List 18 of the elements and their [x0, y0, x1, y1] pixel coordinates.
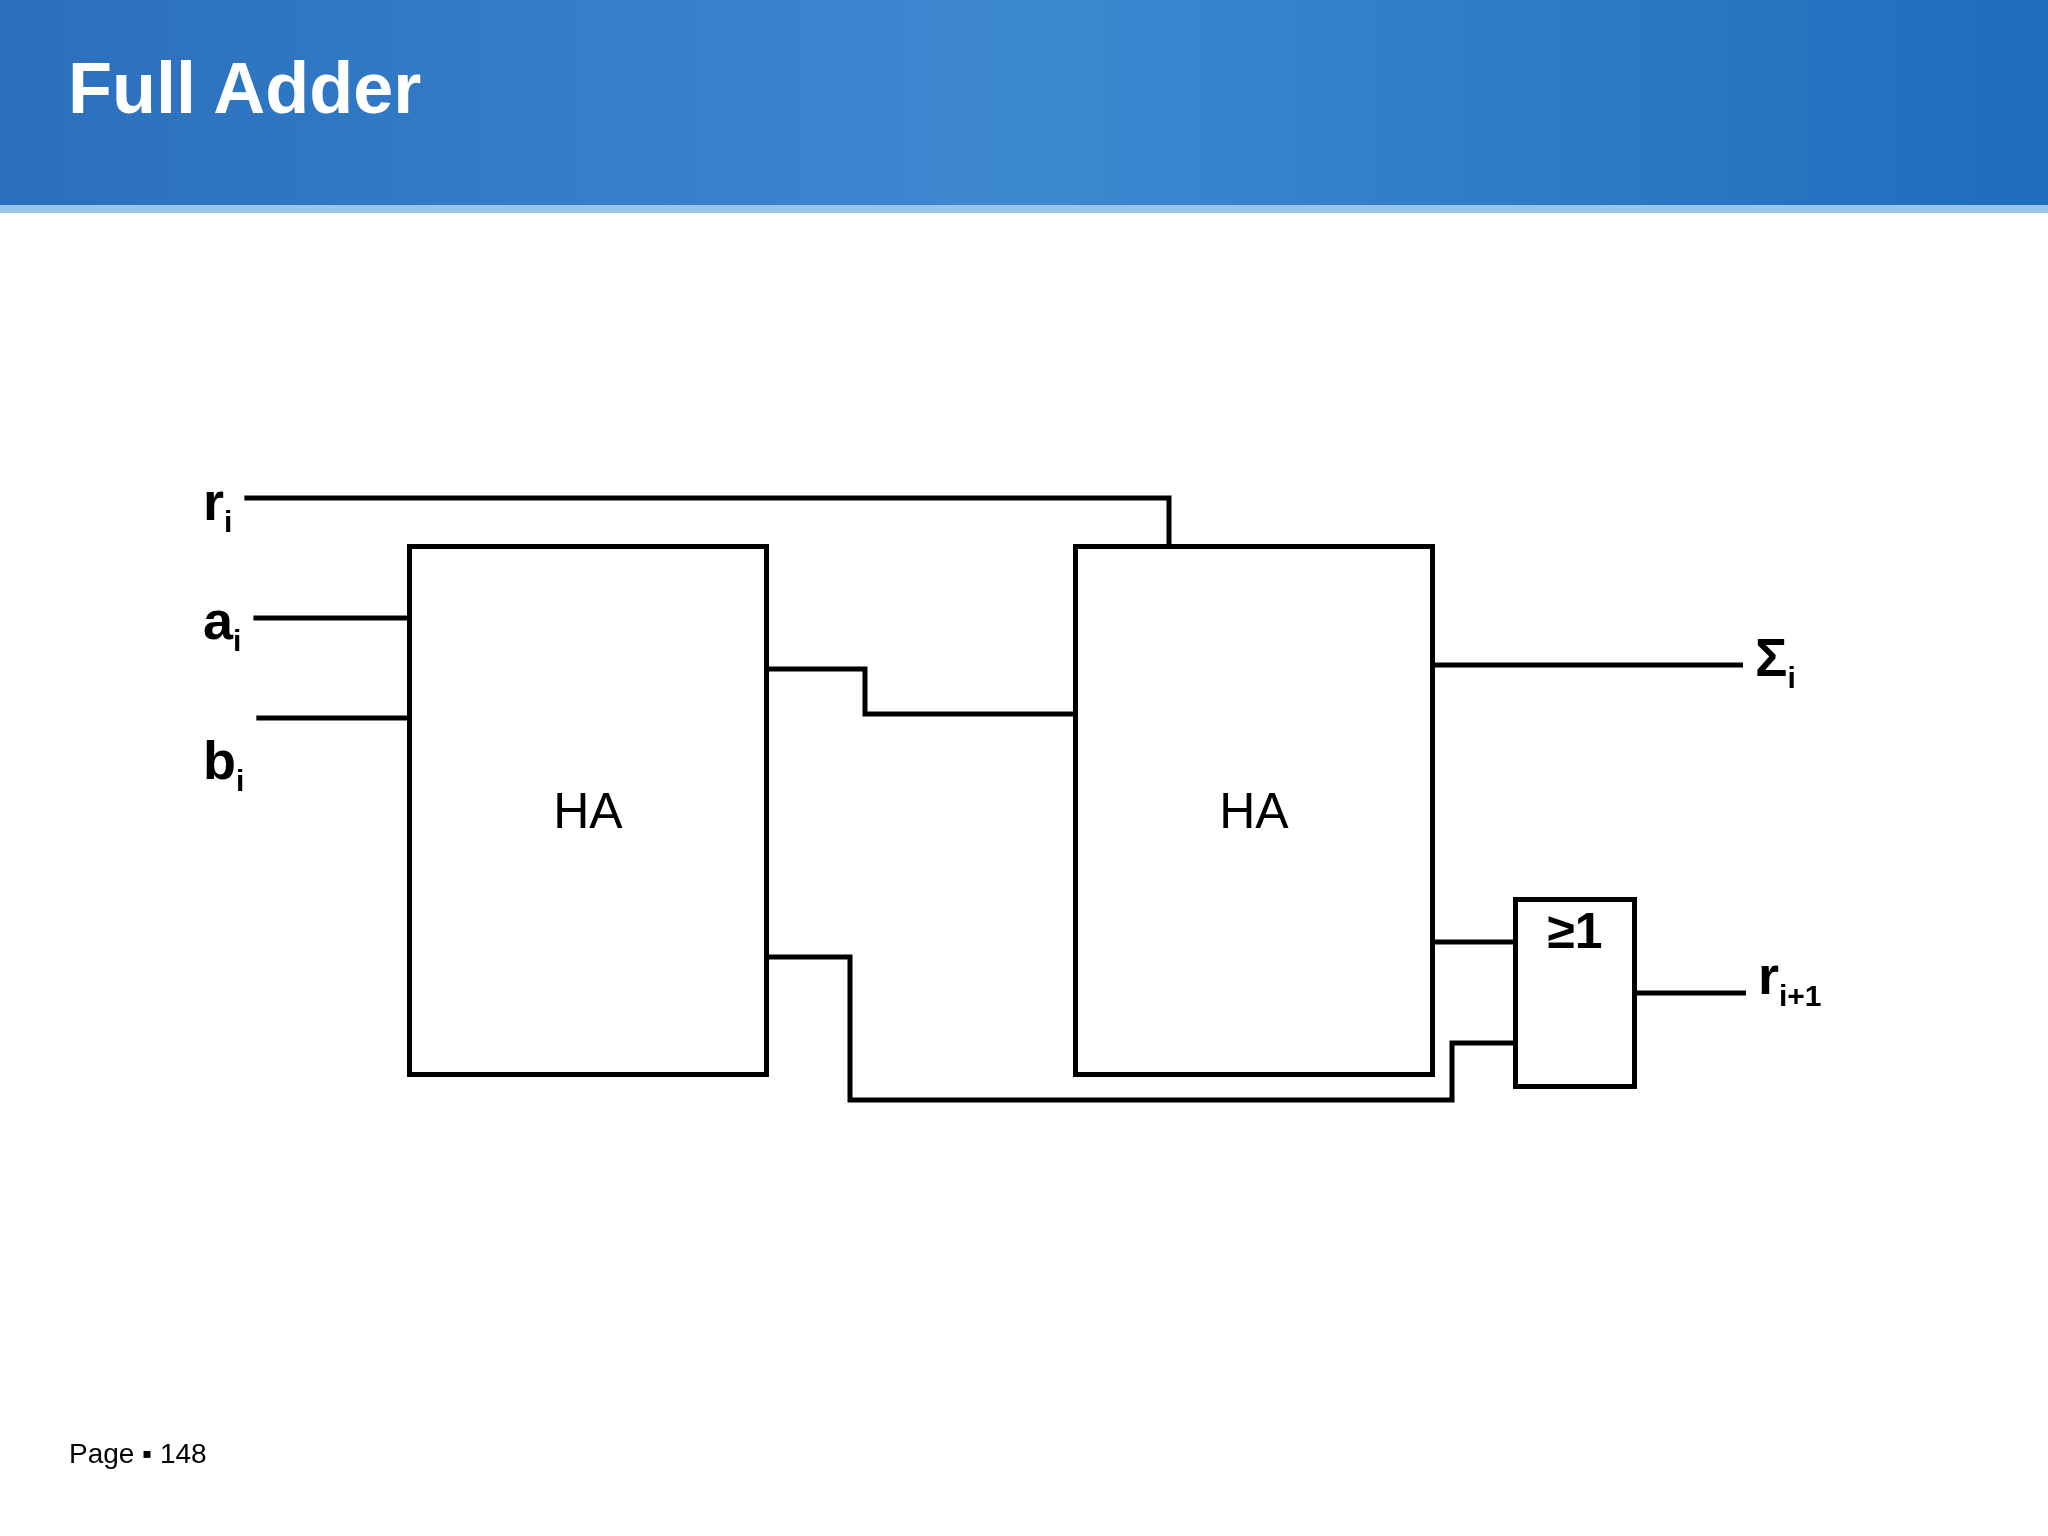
page-number: Page ▪ 148 [69, 1438, 207, 1470]
signal-label: r$_{i+1}$ [1758, 948, 1822, 1011]
wire [1435, 939, 1513, 945]
signal-label: b$_{i}$ [203, 733, 245, 796]
wire [256, 715, 407, 721]
wire [1435, 662, 1743, 668]
signal-label: a$_{i}$ [203, 593, 242, 656]
half-adder-box: HA [1073, 544, 1435, 1077]
wire [769, 666, 1073, 717]
signal-label: Σ$_{i}$ [1755, 630, 1796, 693]
or-gate-box: ≥1 [1513, 897, 1637, 1089]
wire [253, 615, 407, 621]
slide-title: Full Adder [68, 52, 422, 124]
half-adder-box: HA [407, 544, 769, 1077]
wire [769, 954, 1513, 1103]
wire [244, 495, 1172, 544]
signal-label: r$_{i}$ [203, 474, 233, 537]
wire [1637, 990, 1746, 996]
